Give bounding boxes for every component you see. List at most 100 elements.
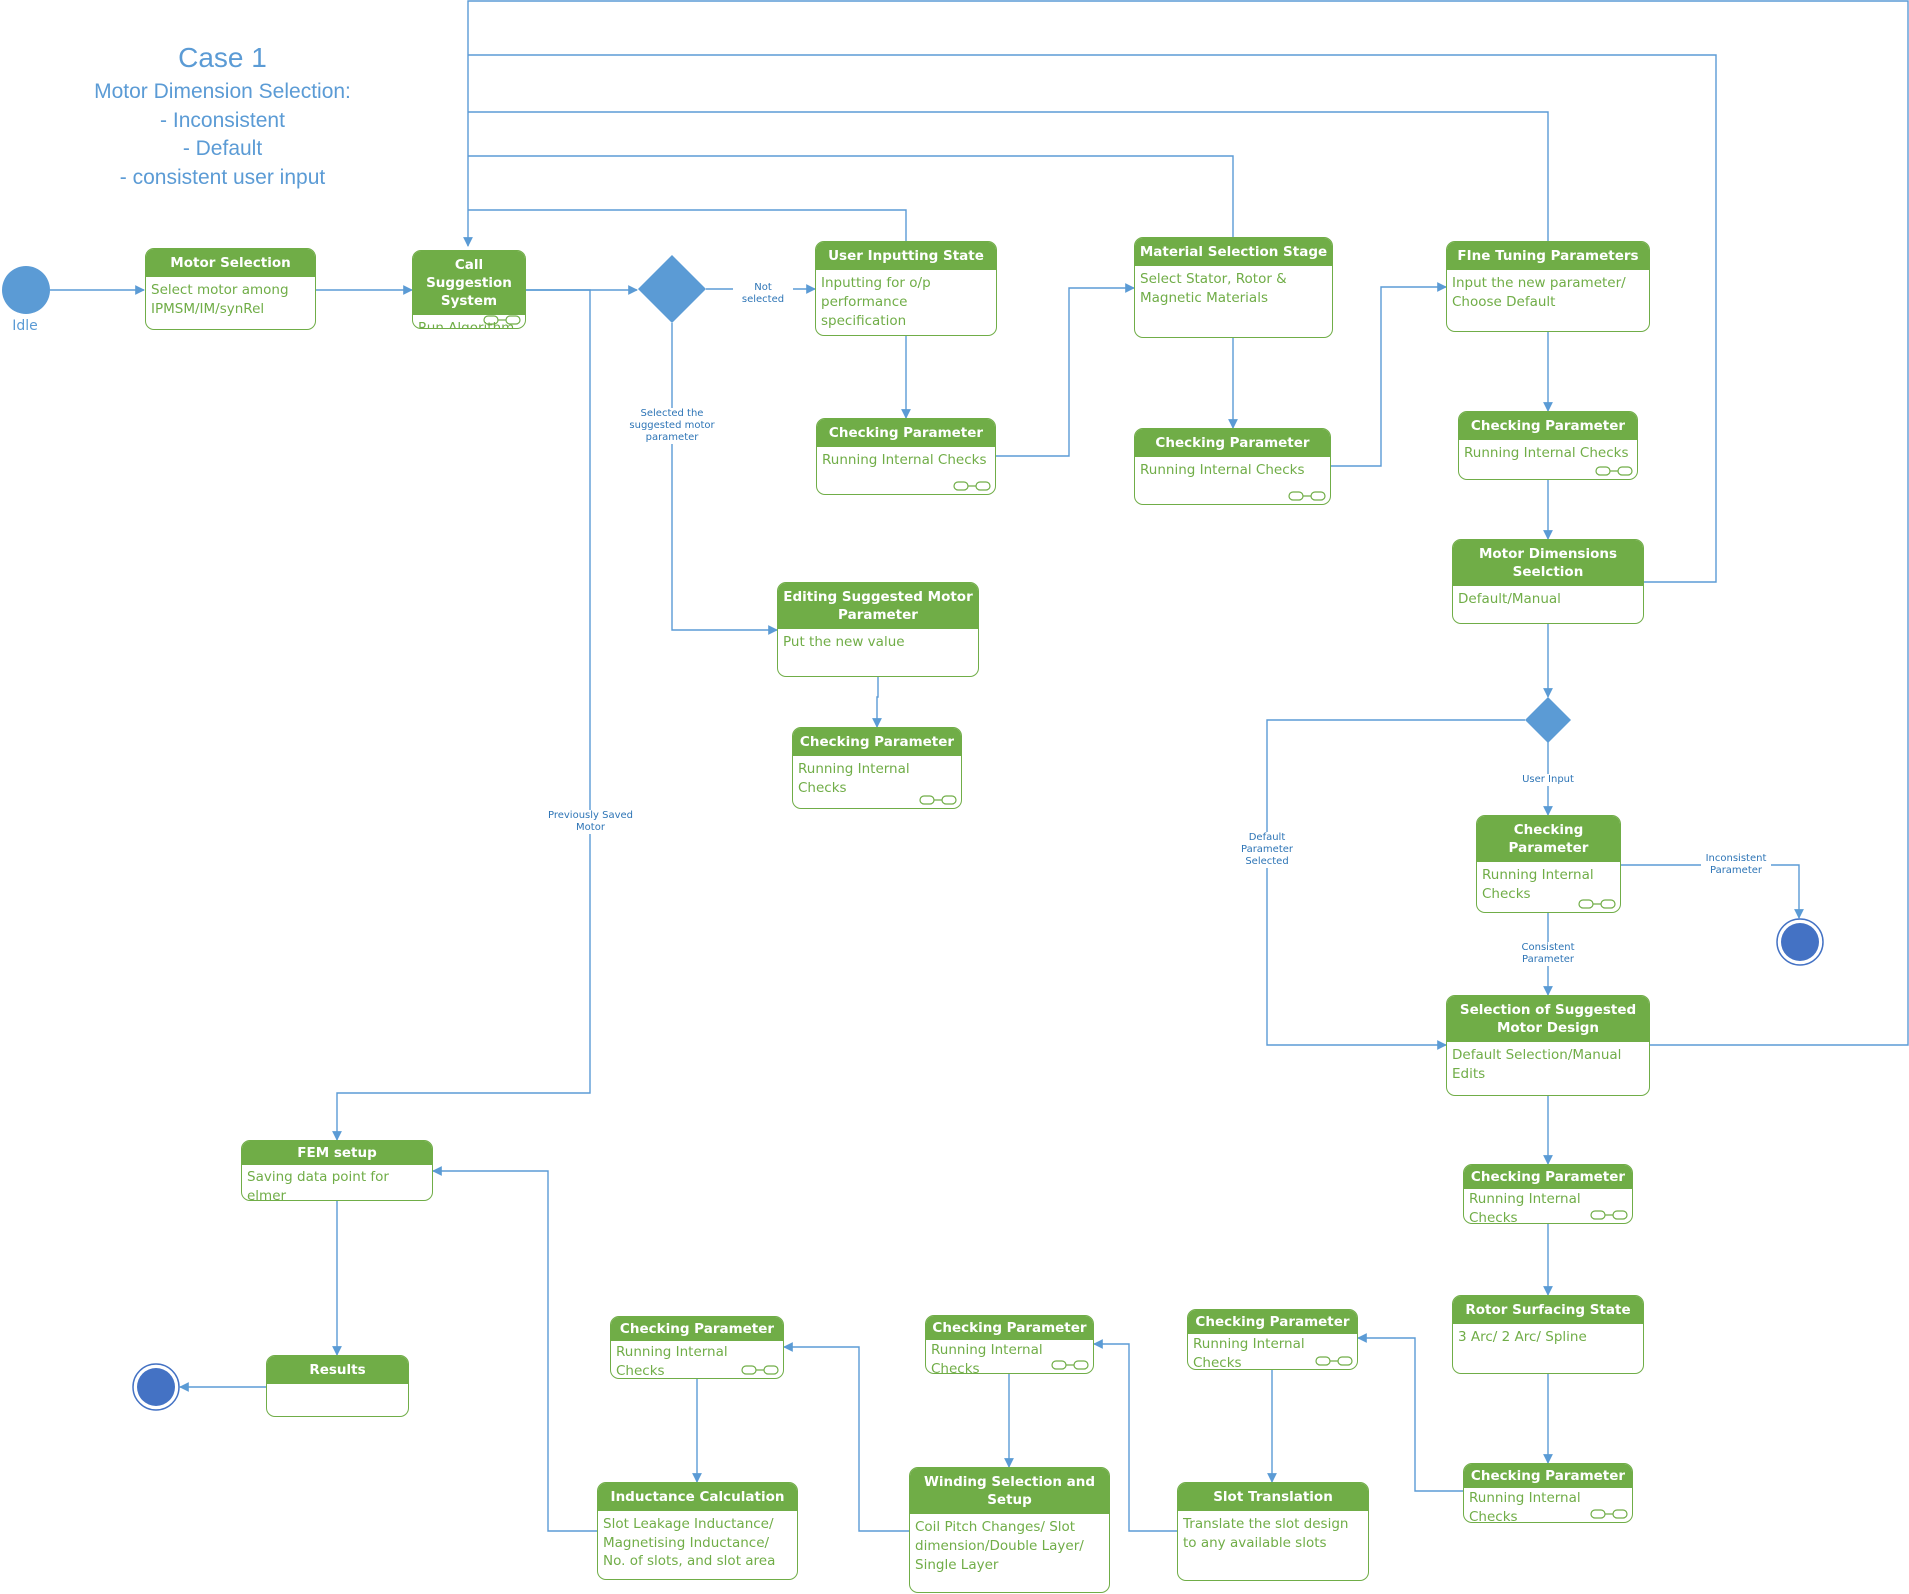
final-node-inconsistent-core bbox=[1781, 923, 1819, 961]
label-default-selected: Default Parameter Selected bbox=[1222, 832, 1312, 868]
case-title: Case 1 bbox=[178, 42, 267, 73]
composite-state-icon bbox=[1590, 1509, 1628, 1519]
state-body: Running Internal Checks bbox=[1482, 867, 1594, 902]
state-call-suggestion: Call Suggestion System Run Algorithm bbox=[412, 250, 526, 329]
state-title: FIne Tuning Parameters bbox=[1447, 242, 1649, 270]
state-title: Inductance Calculation bbox=[598, 1483, 797, 1511]
state-body: Select Stator, Rotor & Magnetic Material… bbox=[1140, 271, 1287, 306]
composite-state-icon bbox=[741, 1365, 779, 1375]
state-title: Material Selection Stage bbox=[1135, 238, 1332, 266]
state-user-inputting: User Inputting State Inputting for o/p p… bbox=[815, 241, 997, 336]
state-motor-selection: Motor Selection Select motor among IPMSM… bbox=[145, 248, 316, 330]
state-selection-suggested: Selection of Suggested Motor Design Defa… bbox=[1446, 995, 1650, 1096]
label-inconsistent: Inconsistent Parameter bbox=[1701, 853, 1771, 877]
state-body: 3 Arc/ 2 Arc/ Spline bbox=[1458, 1329, 1587, 1345]
state-body bbox=[267, 1384, 408, 1392]
state-title: Winding Selection and Setup bbox=[910, 1468, 1109, 1514]
edge-editing-check4 bbox=[872, 677, 882, 728]
state-checking-10: Checking Parameter Running Internal Chec… bbox=[610, 1316, 784, 1379]
edge-selection-back bbox=[463, 0, 1909, 1046]
decision-node-dimension bbox=[1525, 697, 1571, 743]
state-title: Results bbox=[267, 1356, 408, 1384]
label-not-selected: Not selected bbox=[733, 282, 793, 306]
state-title: FEM setup bbox=[242, 1141, 432, 1165]
state-checking-7: Checking Parameter Running Internal Chec… bbox=[1463, 1463, 1633, 1523]
edge-inductance-fem bbox=[432, 1166, 597, 1532]
composite-state-icon bbox=[483, 315, 521, 325]
state-body: Default/Manual bbox=[1458, 591, 1561, 607]
state-rotor-surfacing: Rotor Surfacing State 3 Arc/ 2 Arc/ Spli… bbox=[1452, 1295, 1644, 1374]
state-checking-3: Checking Parameter Running Internal Chec… bbox=[1458, 411, 1638, 480]
state-fem-setup: FEM setup Saving data point for elmer bbox=[241, 1140, 433, 1201]
case-heading: Motor Dimension Selection: bbox=[94, 80, 351, 103]
state-body: Running Internal Checks bbox=[1469, 1191, 1581, 1224]
state-body: Saving data point for elmer bbox=[247, 1169, 389, 1201]
state-title: Checking Parameter bbox=[926, 1316, 1093, 1340]
state-body: Running Internal Checks bbox=[822, 452, 987, 468]
composite-state-icon bbox=[1315, 1356, 1353, 1366]
state-slot-translation: Slot Translation Translate the slot desi… bbox=[1177, 1482, 1369, 1581]
edge-check1-material bbox=[996, 283, 1135, 457]
state-body: Running Internal Checks bbox=[931, 1342, 1043, 1374]
state-body: Running Internal Checks bbox=[798, 761, 910, 796]
state-body: Running Internal Checks bbox=[1469, 1490, 1581, 1523]
state-title: Checking Parameter bbox=[1464, 1165, 1632, 1189]
state-body: Coil Pitch Changes/ Slot dimension/Doubl… bbox=[915, 1519, 1084, 1573]
case-option-consistent: - consistent user input bbox=[119, 166, 326, 189]
composite-state-icon bbox=[1051, 1360, 1089, 1370]
edge-user-back bbox=[468, 209, 907, 241]
label-user-input: User Input bbox=[1513, 774, 1583, 786]
state-body: Translate the slot design to any availab… bbox=[1183, 1516, 1349, 1551]
state-title: Motor Selection bbox=[146, 249, 315, 277]
state-title: User Inputting State bbox=[816, 242, 996, 270]
state-title: Checking Parameter bbox=[793, 728, 961, 756]
state-title: Motor Dimensions Seelction bbox=[1453, 540, 1643, 586]
case-option-inconsistent: - Inconsistent bbox=[160, 109, 285, 132]
edge-decision2-default bbox=[1266, 719, 1525, 1050]
state-material-selection: Material Selection Stage Select Stator, … bbox=[1134, 237, 1333, 338]
state-motor-dimensions: Motor Dimensions Seelction Default/Manua… bbox=[1452, 539, 1644, 624]
case-option-default: - Default bbox=[182, 137, 263, 160]
composite-state-icon bbox=[919, 795, 957, 805]
state-checking-8: Checking Parameter Running Internal Chec… bbox=[1187, 1309, 1358, 1370]
state-body: Run Algorithm bbox=[418, 320, 515, 329]
state-body: Put the new value bbox=[783, 634, 905, 650]
state-title: Checking Parameter bbox=[1464, 1464, 1632, 1488]
state-title: Checking Parameter bbox=[1135, 429, 1330, 457]
idle-label: Idle bbox=[12, 318, 38, 334]
state-body: Slot Leakage Inductance/ Magnetising Ind… bbox=[603, 1516, 776, 1569]
label-previously-saved: Previously Saved Motor bbox=[533, 810, 648, 834]
edge-winding-check10 bbox=[783, 1342, 909, 1532]
composite-state-icon bbox=[953, 481, 991, 491]
state-body: Default Selection/Manual Edits bbox=[1452, 1047, 1622, 1082]
state-checking-6: Checking Parameter Running Internal Chec… bbox=[1463, 1164, 1633, 1224]
edge-saved-fem bbox=[332, 289, 591, 1141]
edge-fine-back bbox=[468, 111, 1549, 241]
initial-node bbox=[2, 266, 50, 314]
state-editing-suggested: Editing Suggested Motor Parameter Put th… bbox=[777, 582, 979, 677]
state-title: Call Suggestion System bbox=[413, 251, 525, 315]
state-inductance-calc: Inductance Calculation Slot Leakage Indu… bbox=[597, 1482, 798, 1580]
decision-node-suggestion bbox=[638, 255, 706, 323]
state-checking-2: Checking Parameter Running Internal Chec… bbox=[1134, 428, 1331, 505]
state-checking-9: Checking Parameter Running Internal Chec… bbox=[925, 1315, 1094, 1374]
composite-state-icon bbox=[1595, 466, 1633, 476]
state-body: Running Internal Checks bbox=[1140, 462, 1305, 478]
state-checking-5: Checking Parameter Running Internal Chec… bbox=[1476, 815, 1621, 913]
label-selected-suggested: Selected the suggested motor parameter bbox=[617, 408, 727, 444]
edge-check2-fine bbox=[1331, 282, 1447, 467]
state-body: Running Internal Checks bbox=[616, 1344, 728, 1379]
composite-state-icon bbox=[1578, 899, 1616, 909]
final-node-end-core bbox=[137, 1368, 175, 1406]
state-title: Checking Parameter bbox=[611, 1317, 783, 1341]
state-title: Slot Translation bbox=[1178, 1483, 1368, 1511]
edge-slot-check9 bbox=[1093, 1339, 1177, 1532]
state-body: Running Internal Checks bbox=[1464, 445, 1629, 461]
edge-check7-check8 bbox=[1357, 1333, 1463, 1492]
state-body: Running Internal Checks bbox=[1193, 1336, 1305, 1370]
state-title: Selection of Suggested Motor Design bbox=[1447, 996, 1649, 1042]
state-winding-selection: Winding Selection and Setup Coil Pitch C… bbox=[909, 1467, 1110, 1593]
state-results: Results bbox=[266, 1355, 409, 1417]
state-body: Input the new parameter/ Choose Default bbox=[1452, 275, 1626, 310]
state-title: Rotor Surfacing State bbox=[1453, 1296, 1643, 1324]
